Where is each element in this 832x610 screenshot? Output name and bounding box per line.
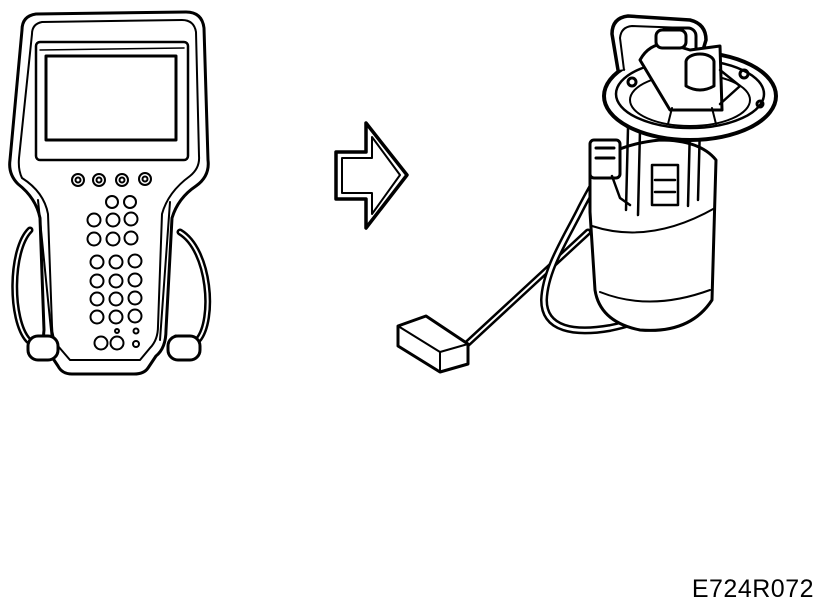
fuel-pump-module-icon	[398, 16, 776, 372]
electrical-connector-icon	[590, 140, 630, 205]
tool-body-inner	[19, 20, 199, 360]
outlined-right-arrow-icon	[336, 123, 407, 228]
grip-ridge-left	[38, 200, 52, 340]
outlet-fittings	[612, 16, 740, 124]
cable-loop-right	[176, 232, 208, 345]
reservoir-base-line	[600, 290, 710, 302]
bumper-right	[168, 336, 200, 360]
bumper-left	[28, 336, 58, 360]
function-button-row	[72, 173, 151, 186]
handheld-diagnostic-tool-icon	[10, 12, 209, 374]
float-icon	[398, 316, 468, 372]
tool-screen	[46, 56, 176, 140]
float-arm	[455, 232, 588, 355]
grip-ridge-right	[160, 202, 170, 340]
reservoir-rim-line	[592, 208, 715, 232]
screen-top-line	[40, 48, 184, 50]
keypad-icon	[88, 196, 142, 350]
figure-reference-code: E724R072	[691, 575, 814, 603]
tool-screen-bezel	[36, 42, 188, 160]
